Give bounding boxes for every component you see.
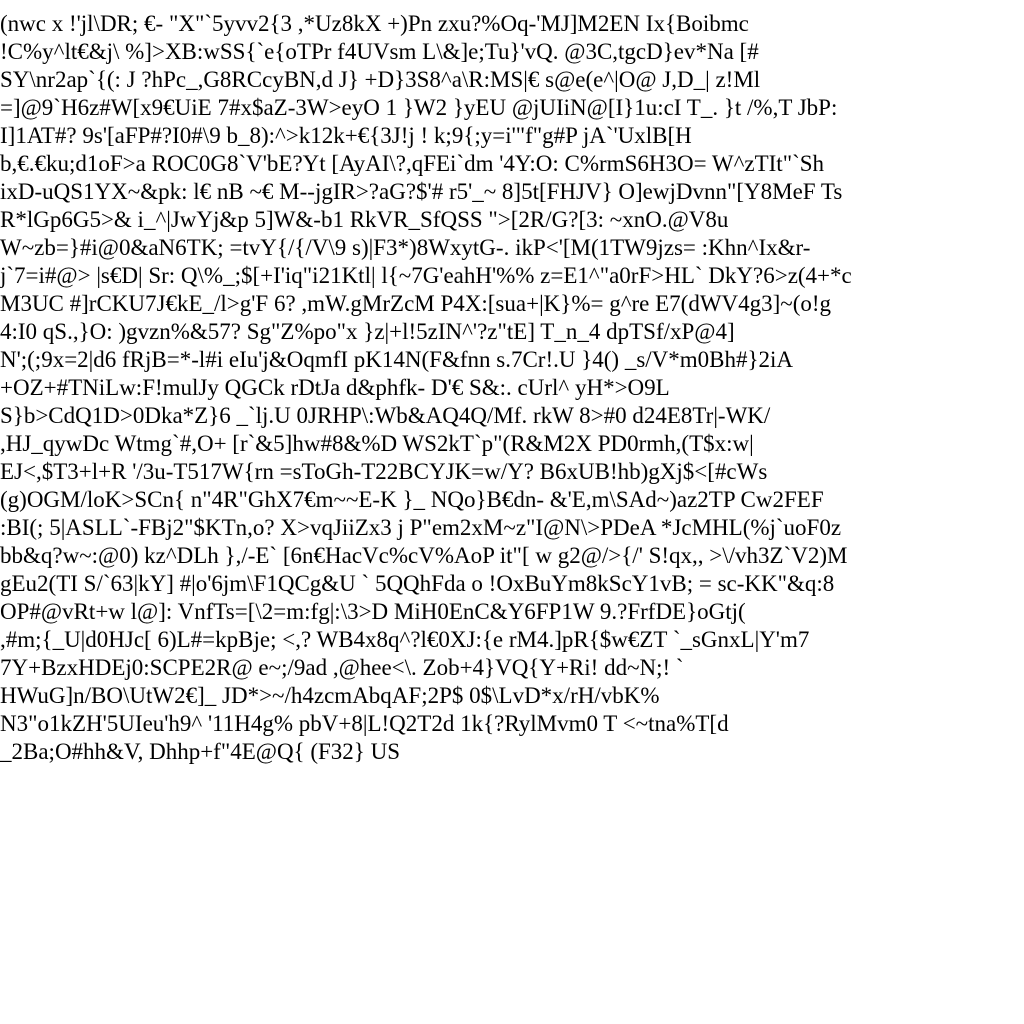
text-line: bb&q?w~:@0) kz^DLh },/-E` [6n€HacVc%cV%A… (0, 543, 848, 568)
text-line: +OZ+#TNiLw:F!mulJy QGCk rDtJa d&phfk- D'… (0, 375, 670, 400)
text-line: M3UC #]rCKU7J€kE_/l>g'F 6? ,mW.gMrZcM P4… (0, 291, 832, 316)
text-line: OP#@vRt+w l@]: VnfTs=[\2=m:fg|:\3>D MiH0… (0, 599, 746, 624)
text-line: SY\nr2ap`{(: J ?hPc_,G8RCcyBN,d J} +D}3S… (0, 67, 761, 92)
text-line: (nwc x !'jl\DR; €- "X"`5yvv2{3 ,*Uz8kX +… (0, 11, 749, 36)
text-line: HWuG]n/BO\UtW2€]_ JD*>~/h4zcmAbqAF;2P$ 0… (0, 683, 660, 708)
text-line: :BI(; 5|ASLL`-FBj2"$KTn,o? X>vqJiiZx3 j … (0, 515, 842, 540)
text-line: N3"o1kZH'5UIeu'h9^ '11H4g% pbV+8|L!Q2T2d… (0, 711, 729, 736)
text-line: (g)OGM/loK>SCn{ n"4R"GhX7€m~~E-K }_ NQo}… (0, 487, 824, 512)
text-line: ixD-uQS1YX~&pk: l€ nB ~€ M--jgIR>?aG?$'#… (0, 179, 843, 204)
text-line: ,#m;{_U|d0HJc[ 6)L#=kpBje; <,? WB4x8q^?l… (0, 627, 810, 652)
text-line: EJ<,$T3+l+R '/3u-T517W{rn =sToGh-T22BCYJ… (0, 459, 768, 484)
text-line: b,€.€ku;d1oF>a ROC0G8`V'bE?Yt [AyAI\?,qF… (0, 151, 825, 176)
text-line: I]1AT#? 9s'[aFP#?I0#\9 b_8):^>k12k+€{3J!… (0, 123, 692, 148)
text-line: 4:I0 qS.,}O: )gvzn%&57? Sg"Z%po"x }z|+l!… (0, 319, 735, 344)
text-line: !C%y^lt€&j\ %]>XB:wSS{`e{oTPr f4UVsm L\&… (0, 39, 759, 64)
text-line: gEu2(TI S/`63|kY] #|o'6jm\F1QCg&U ` 5QQh… (0, 571, 835, 596)
text-line: 7Y+BzxHDEj0:SCPE2R@ e~;/9ad ,@hee<\. Zob… (0, 655, 684, 680)
text-line: _2Ba;O#hh&V, Dhhp+f"4E@Q{ (F32} US (0, 739, 400, 764)
text-line: j`7=i#@> |s€D| Sr: Q\%_;$[+I'iq"i21Ktl| … (0, 263, 852, 288)
text-line: R*lGp6G5>& i_^|JwYj&p 5]W&-b1 RkVR_SfQSS… (0, 207, 729, 232)
text-line: N';(;9x=2|d6 fRjB=*-l#i eIu'j&OqmfI pK14… (0, 347, 794, 372)
text-line: W~zb=}#i@0&aN6TK; =tvY{/{/V\9 s)|F3*)8Wx… (0, 235, 811, 260)
text-line: =]@9`H6z#W[x9€UiE 7#x$aZ-3W>eyO 1 }W2 }y… (0, 95, 838, 120)
text-document: (nwc x !'jl\DR; €- "X"`5yvv2{3 ,*Uz8kX +… (0, 10, 1010, 766)
text-line: ,HJ_qywDc Wtmg`#,O+ [r`&5]hw#8&%D WS2kT`… (0, 431, 754, 456)
text-line: S}b>CdQ1D>0Dka*Z}6 _`lj.U 0JRHP\:Wb&AQ4Q… (0, 403, 771, 428)
